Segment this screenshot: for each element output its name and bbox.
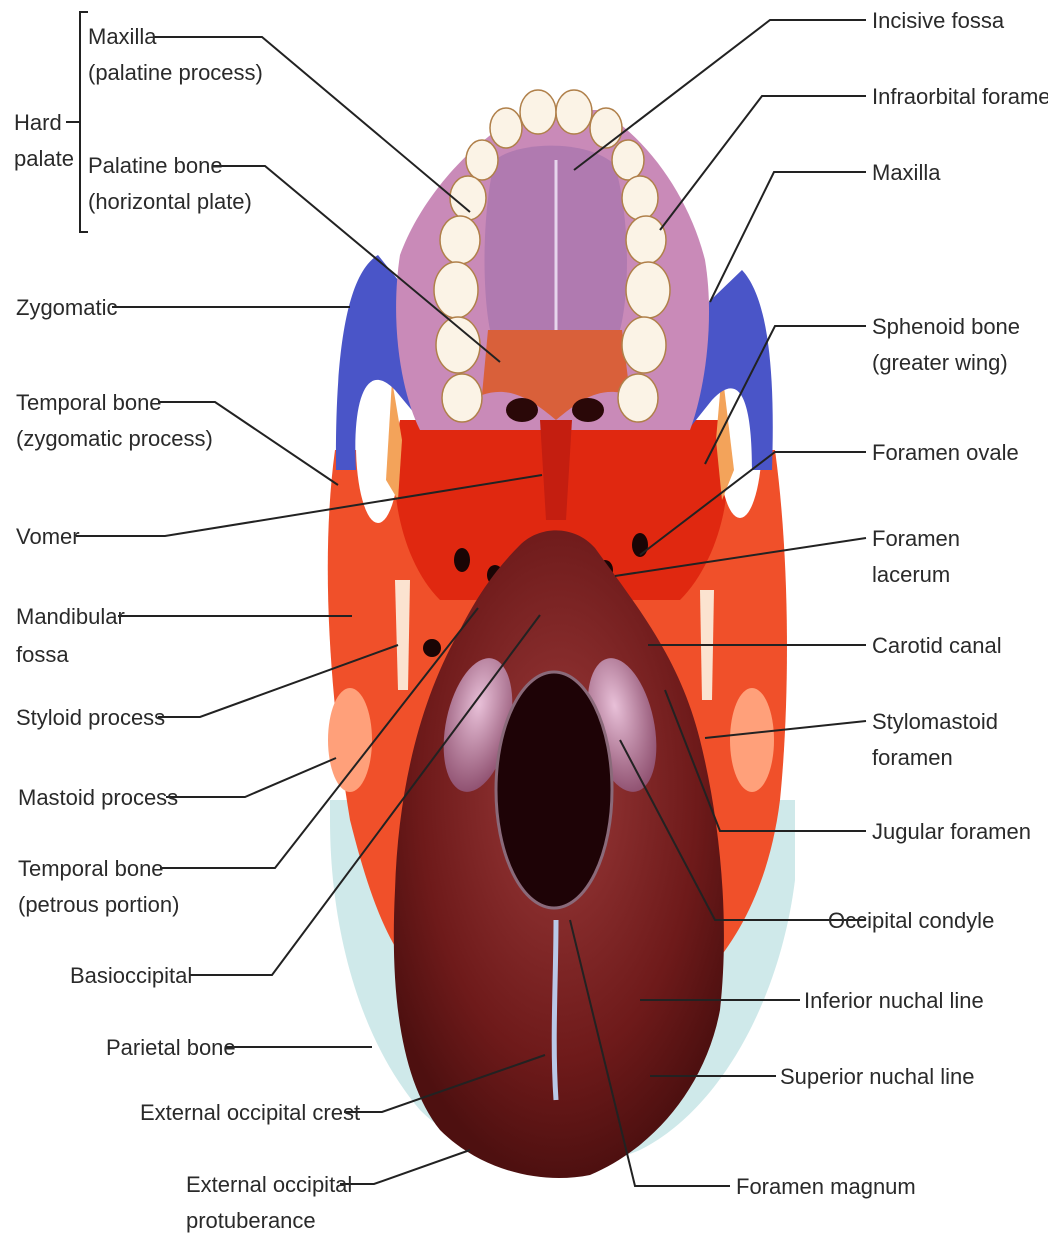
- left-mastoid-process: [328, 688, 372, 792]
- external-occipital-crest-line: [554, 920, 556, 1100]
- label-mandibular-fossa: Mandibular: [16, 604, 125, 629]
- label-mastoid-process: Mastoid process: [18, 785, 178, 810]
- label-infraorbital-foramen: Infraorbital foramen: [872, 84, 1048, 109]
- label-sphenoid-bone: Sphenoid bone: [872, 314, 1020, 339]
- label-zygomatic: Zygomatic: [16, 295, 117, 320]
- left-labels: Maxilla (palatine process) Palatine bone…: [16, 24, 360, 1233]
- label-carotid-canal: Carotid canal: [872, 633, 1002, 658]
- hard-palate-label-line2: palate: [14, 146, 74, 171]
- label-sphenoid-bone-line2: (greater wing): [872, 350, 1008, 375]
- label-stylomastoid-foramen-line2: foramen: [872, 745, 953, 770]
- label-temporal-petrous: Temporal bone: [18, 856, 164, 881]
- label-foramen-ovale: Foramen ovale: [872, 440, 1019, 465]
- label-inferior-nuchal-line: Inferior nuchal line: [804, 988, 984, 1013]
- label-incisive-fossa: Incisive fossa: [872, 8, 1005, 33]
- skull-illustration: [328, 90, 795, 1178]
- label-superior-nuchal-line: Superior nuchal line: [780, 1064, 974, 1089]
- label-styloid-process: Styloid process: [16, 705, 165, 730]
- label-palatine-bone: Palatine bone: [88, 153, 223, 178]
- label-foramen-magnum: Foramen magnum: [736, 1174, 916, 1199]
- label-vomer: Vomer: [16, 524, 80, 549]
- label-parietal-bone: Parietal bone: [106, 1035, 236, 1060]
- label-temporal-petrous-line2: (petrous portion): [18, 892, 179, 917]
- label-maxilla-palatine-process-line2: (palatine process): [88, 60, 263, 85]
- label-maxilla: Maxilla: [872, 160, 941, 185]
- label-foramen-lacerum: Foramen: [872, 526, 960, 551]
- hard-palate-label: Hard: [14, 110, 62, 135]
- label-basioccipital: Basioccipital: [70, 963, 192, 988]
- label-maxilla-palatine-process: Maxilla: [88, 24, 157, 49]
- label-external-occipital-protuberance-line2: protuberance: [186, 1208, 316, 1233]
- hard-palate-bracket: Hard palate: [14, 12, 88, 232]
- label-occipital-condyle: Occipital condyle: [828, 908, 994, 933]
- label-foramen-lacerum-line2: lacerum: [872, 562, 950, 587]
- foramen-magnum-opening: [496, 672, 612, 908]
- label-jugular-foramen: Jugular foramen: [872, 819, 1031, 844]
- label-stylomastoid-foramen: Stylomastoid: [872, 709, 998, 734]
- label-external-occipital-crest: External occipital crest: [140, 1100, 360, 1125]
- label-mandibular-fossa-line2: fossa: [16, 642, 69, 667]
- label-external-occipital-protuberance: External occipital: [186, 1172, 352, 1197]
- label-temporal-zygomatic: Temporal bone: [16, 390, 162, 415]
- label-temporal-zygomatic-line2: (zygomatic process): [16, 426, 213, 451]
- label-palatine-bone-line2: (horizontal plate): [88, 189, 252, 214]
- right-mastoid-process: [730, 688, 774, 792]
